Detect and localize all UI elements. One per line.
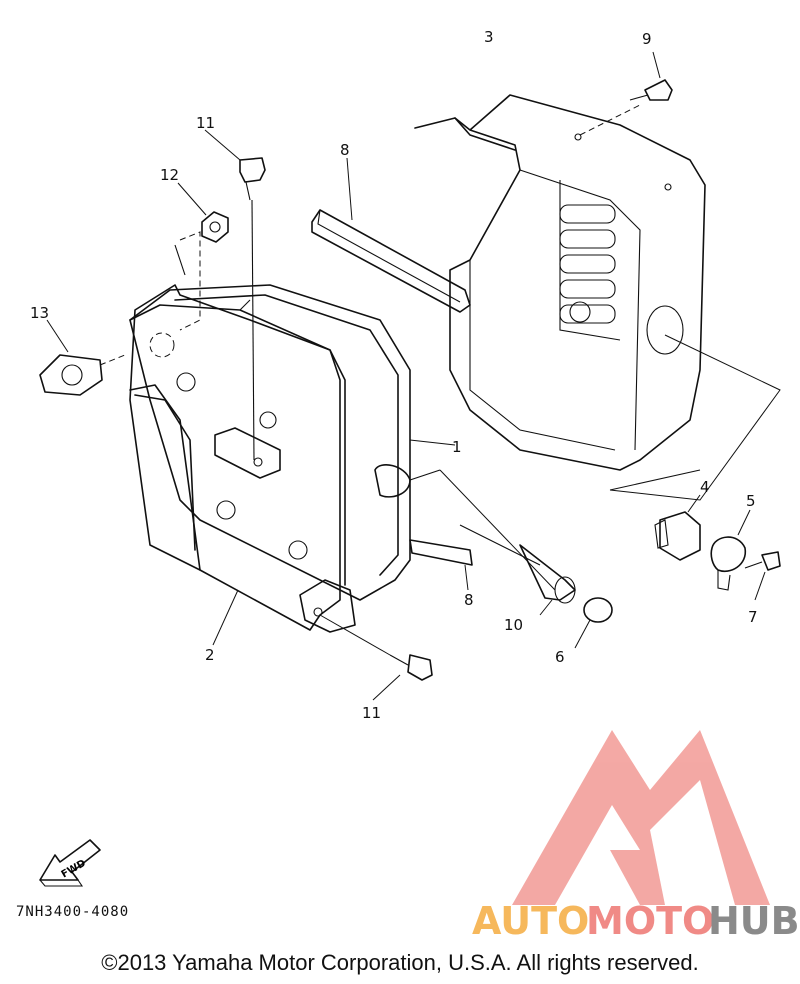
part-gasket-strip-upper: [311, 157, 471, 313]
callout-4: 4: [700, 478, 710, 496]
watermark-moto: MOTO: [586, 899, 714, 943]
callout-8-upper: 8: [340, 141, 350, 159]
part-pipe-joint-4: [609, 469, 701, 561]
callout-2: 2: [205, 646, 215, 664]
part-spark-arrester: [439, 469, 576, 616]
part-bolt-7: [744, 551, 781, 601]
part-nut-12: [149, 182, 229, 358]
callout-6: 6: [555, 648, 565, 666]
part-bolt-11-bottom: [319, 614, 433, 701]
part-cap-6: [574, 597, 613, 649]
callout-5: 5: [746, 492, 756, 510]
callout-8-lower: 8: [464, 591, 474, 609]
part-muffler-cover: [414, 94, 781, 501]
callout-12: 12: [160, 166, 179, 184]
part-gasket-strip-lower: [409, 539, 473, 591]
callout-11-top: 11: [196, 114, 215, 132]
callout-7: 7: [748, 608, 758, 626]
fwd-label: FWD: [60, 858, 88, 881]
watermark-logo-icon: [512, 730, 770, 905]
part-heat-shield: [129, 284, 356, 646]
drawing-code: 7NH3400-4080: [16, 904, 130, 920]
part-bolt-9: [629, 51, 673, 101]
callout-1: 1: [452, 438, 462, 456]
watermark-auto: AUTO: [472, 899, 589, 943]
part-clamp-5: [710, 509, 751, 591]
callout-10: 10: [504, 616, 523, 634]
fwd-arrow-icon: FWD: [39, 839, 101, 887]
callout-3: 3: [484, 28, 494, 46]
copyright-notice: ©2013 Yamaha Motor Corporation, U.S.A. A…: [101, 950, 699, 975]
watermark-hub: HUB: [708, 899, 800, 943]
callout-13: 13: [30, 304, 49, 322]
callout-11-bottom: 11: [362, 704, 381, 722]
part-muffler-body: [129, 284, 456, 601]
callout-9: 9: [642, 30, 652, 48]
part-gasket-13: [39, 319, 126, 396]
part-bolt-11-top: [204, 129, 266, 461]
